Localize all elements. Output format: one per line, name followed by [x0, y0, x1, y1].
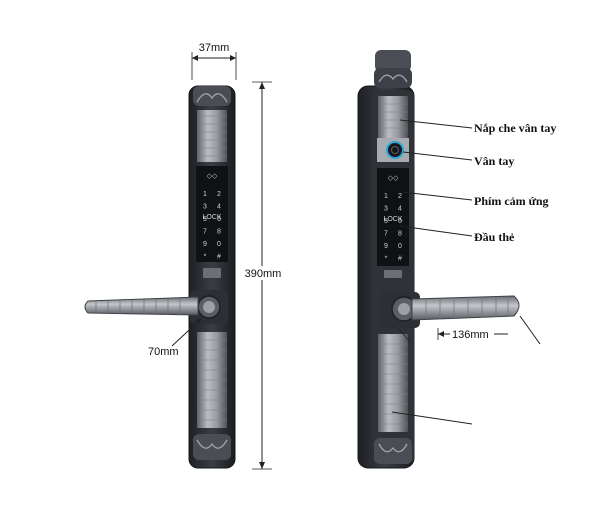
keypad-key-hash: #	[217, 254, 221, 261]
handle-length-label: 136mm	[452, 329, 489, 341]
lock-front-view: ◇◇ 1 2 3 4 5 6 7 8 9 0 * # LOCK	[84, 85, 236, 469]
keypad-key-8: 8	[398, 231, 402, 238]
keypad-key-7: 7	[203, 229, 207, 236]
keypad-key-0: 0	[217, 241, 221, 248]
keypad-key-3: 3	[384, 206, 388, 213]
keypad-key-2: 2	[398, 193, 402, 200]
fingerprint-sensor-icon	[386, 141, 404, 159]
svg-text:◇◇: ◇◇	[388, 175, 399, 182]
keypad-lock-mark: LOCK	[202, 214, 221, 221]
callout-touch-keypad: Phím cảm ứng	[474, 194, 549, 208]
keypad-key-7: 7	[384, 231, 388, 238]
keypad-key-4: 4	[398, 206, 402, 213]
dimension-handle-length: 136mm	[397, 315, 541, 345]
fingerprint-cover	[378, 96, 408, 138]
keypad-key-6: 6	[217, 216, 221, 223]
width-label: 37mm	[199, 42, 230, 54]
keypad-lock-mark: LOCK	[383, 216, 402, 223]
keypad-key-5: 5	[384, 218, 388, 225]
keypad-key-hash: #	[398, 256, 402, 263]
ornate-top-cap	[193, 86, 231, 106]
touch-keypad-panel	[377, 168, 409, 266]
keypad-key-star: *	[385, 256, 388, 263]
dimension-width: 37mm	[191, 42, 237, 80]
keypad-key-1: 1	[203, 191, 207, 198]
keypad-key-2: 2	[217, 191, 221, 198]
lower-plate-angled	[378, 334, 408, 432]
ornate-bottom-cap	[193, 434, 231, 460]
handle-drop-label: 70mm	[148, 346, 179, 358]
callout-fingerprint-cover: Nắp che vân tay	[474, 121, 556, 135]
callout-lines	[391, 119, 473, 425]
keypad-key-9: 9	[203, 241, 207, 248]
keypad-key-8: 8	[217, 229, 221, 236]
keypad-keys-angled: 1 2 3 4 5 6 7 8 9 0 * # LOCK	[383, 193, 402, 263]
keypad-key-3: 3	[203, 204, 207, 211]
lever-handle-front	[84, 296, 199, 316]
keypad-keys-front: 1 2 3 4 5 6 7 8 9 0 * # LOCK	[202, 191, 221, 261]
keypad-key-1: 1	[384, 193, 388, 200]
upper-plate	[197, 110, 227, 162]
keypad-key-6: 6	[398, 218, 402, 225]
dimension-height: 390mm	[240, 81, 286, 470]
lock-angled-view: ◇◇ 1 2 3 4 5 6 7 8 9 0 * # LOCK	[357, 50, 520, 469]
keypad-key-4: 4	[217, 204, 221, 211]
keypad-card-symbol: ◇◇	[207, 173, 218, 180]
callout-card-reader: Đầu thẻ	[474, 230, 515, 244]
keypad-key-star: *	[204, 254, 207, 261]
lever-handle-angled	[411, 295, 520, 321]
dimension-handle-drop: 70mm	[148, 317, 203, 358]
keypad-key-9: 9	[384, 243, 388, 250]
keypad-panel	[196, 166, 228, 262]
keypad-key-0: 0	[398, 243, 402, 250]
height-label: 390mm	[245, 268, 282, 280]
callout-fingerprint: Vân tay	[474, 154, 514, 168]
keypad-key-5: 5	[203, 216, 207, 223]
